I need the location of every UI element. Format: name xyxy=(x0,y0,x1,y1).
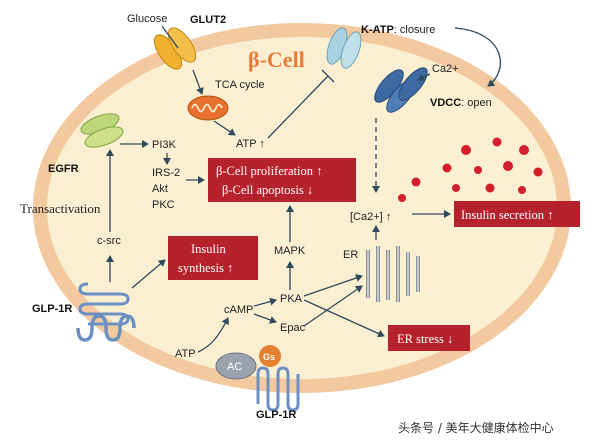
tca-to-atp-arrow xyxy=(213,120,236,136)
camp-label: cAMP xyxy=(224,304,253,316)
gs-protein-icon xyxy=(259,345,281,367)
k-atp-label: K-ATP: closure xyxy=(361,24,435,36)
k-atp-channel-icon xyxy=(326,27,362,69)
atp-label: ATP xyxy=(175,348,196,360)
egfr-receptor-icon xyxy=(80,113,124,148)
insulin-synthesis-text-1: Insulin xyxy=(191,242,226,256)
camp-to-pka-arrow xyxy=(253,297,277,307)
egfr-label: EGFR xyxy=(48,163,79,175)
glp1r-left-receptor-coil xyxy=(78,282,130,326)
er-stress-text: ER stress ↓ xyxy=(397,332,453,346)
apoptosis-text: β-Cell apoptosis ↓ xyxy=(222,183,313,197)
pi3k-label: PI3K xyxy=(152,139,177,151)
ca2-label: Ca2+ xyxy=(432,63,459,75)
atp-inhibits-katp-bar xyxy=(321,69,335,83)
gs-label: Gs xyxy=(263,352,275,362)
cell-title: β-Cell xyxy=(248,47,305,72)
proliferation-text: β-Cell proliferation ↑ xyxy=(216,164,322,178)
pka-label: PKA xyxy=(280,293,303,305)
akt-label: Akt xyxy=(152,183,168,195)
tca-cycle-label: TCA cycle xyxy=(215,79,265,91)
er-stress-box: ER stress ↓ xyxy=(388,325,470,351)
insulin-secretion-box: Insulin secretion ↑ xyxy=(454,201,580,227)
epac-label: Epac xyxy=(280,322,306,334)
camp-to-epac-arrow xyxy=(253,313,277,324)
glp1r-bottom-label: GLP-1R xyxy=(256,409,296,421)
mapk-label: MAPK xyxy=(274,245,306,257)
mitochondrion-icon xyxy=(187,95,229,121)
proliferation-box: β-Cell proliferation ↑ β-Cell apoptosis … xyxy=(208,158,356,202)
epac-to-er-arrow xyxy=(303,285,363,327)
watermark-text: 头条号 / 美年大健康体检中心 xyxy=(398,420,554,435)
atp-up-label: ATP ↑ xyxy=(236,138,265,150)
ac-label: AC xyxy=(227,361,242,373)
pkc-label: PKC xyxy=(152,199,175,211)
er-organelle-highlight xyxy=(367,246,419,302)
atp-to-camp-arrow xyxy=(197,317,229,353)
ca-intracellular-label: [Ca2+] ↑ xyxy=(350,211,391,223)
glp1r-left-label: GLP-1R xyxy=(32,303,72,315)
glp1r-to-insulin-synthesis-arrow xyxy=(131,259,166,289)
glp1r-left-receptor-icon xyxy=(76,314,136,342)
pka-to-er-stress-arrow xyxy=(303,299,385,338)
katp-to-vdcc-arrow xyxy=(454,27,502,87)
transactivation-label: Transactivation xyxy=(20,201,101,216)
insulin-synthesis-box: Insulin synthesis ↑ xyxy=(168,236,258,280)
c-src-label: c-src xyxy=(97,235,121,247)
glut2-to-tca-arrow xyxy=(192,69,204,95)
glut2-transporter-icon xyxy=(153,27,197,70)
glucose-label: Glucose xyxy=(127,13,167,25)
glut2-label: GLUT2 xyxy=(190,14,226,26)
pka-to-er-arrow xyxy=(303,274,363,297)
ac-enzyme-icon xyxy=(215,352,257,380)
glucose-arrow xyxy=(161,25,179,49)
er-label: ER xyxy=(343,249,358,261)
insulin-secretion-text: Insulin secretion ↑ xyxy=(461,208,553,222)
insulin-granules-icon xyxy=(398,137,543,202)
glp1r-bottom-receptor-icon xyxy=(256,366,300,412)
insulin-synthesis-text-2: synthesis ↑ xyxy=(178,261,233,275)
irs2-label: IRS-2 xyxy=(152,167,180,179)
atp-inhibits-katp xyxy=(267,75,329,139)
vdcc-label: VDCC: open xyxy=(430,97,492,109)
ca-entry-arrow xyxy=(417,73,431,81)
